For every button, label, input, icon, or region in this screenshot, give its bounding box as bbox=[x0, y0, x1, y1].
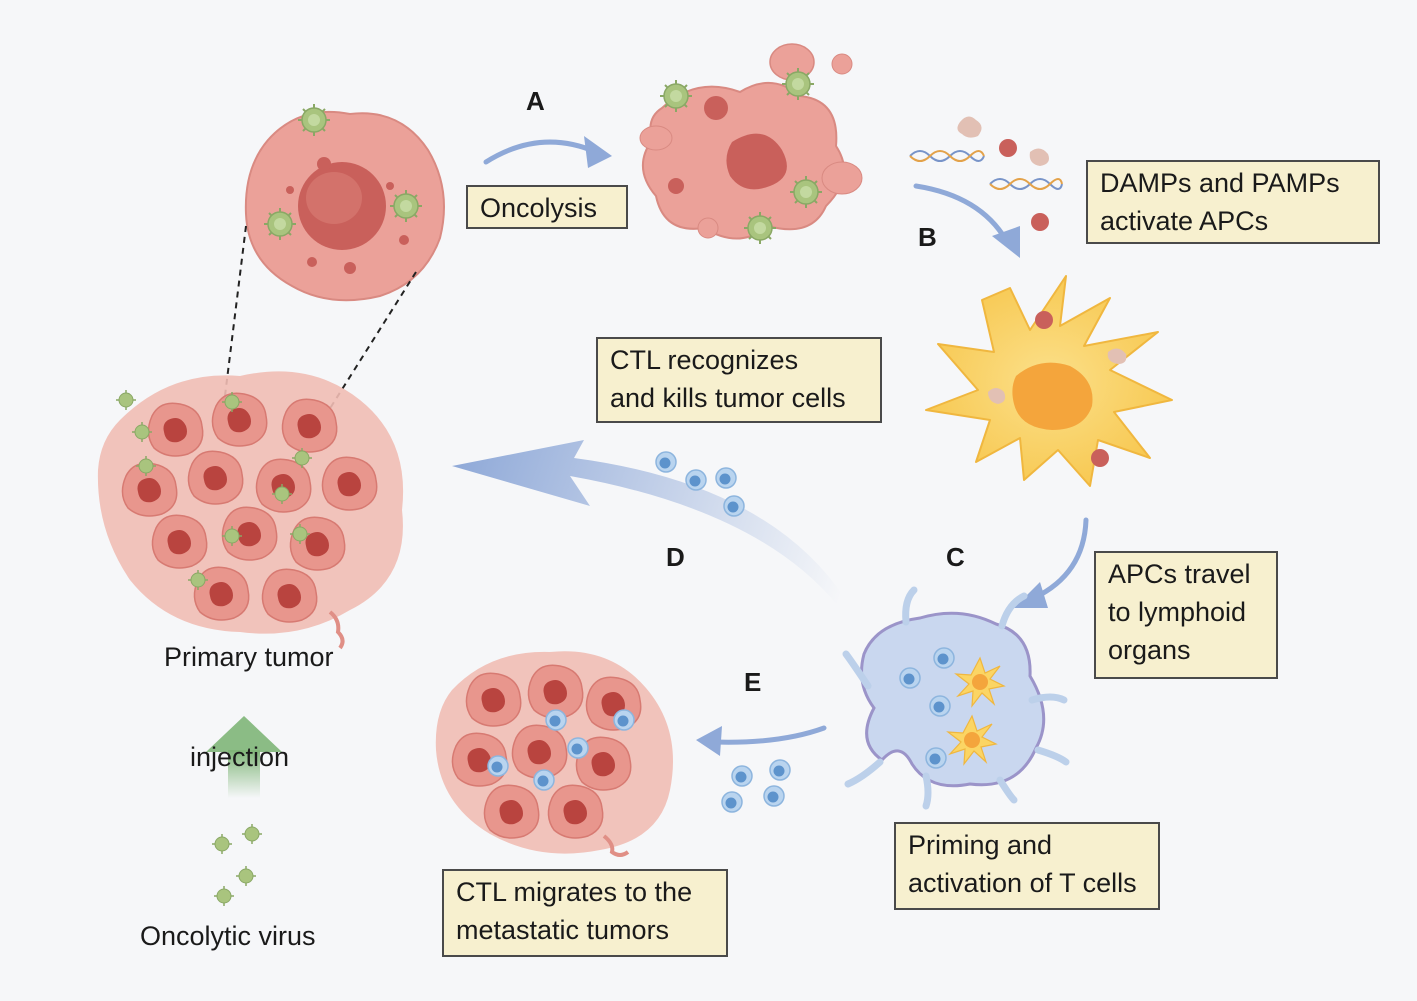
t-cell bbox=[545, 709, 567, 731]
t-cell bbox=[731, 765, 753, 787]
virus-particle bbox=[211, 833, 233, 855]
step-letter-d: D bbox=[666, 542, 685, 572]
t-cell bbox=[899, 667, 921, 689]
arrow-c bbox=[1031, 517, 1089, 601]
arrow-b-head bbox=[992, 226, 1020, 258]
virus-particle bbox=[213, 885, 235, 907]
damp-particle bbox=[999, 139, 1017, 157]
antigen-presenting-cell bbox=[925, 275, 1173, 487]
arrow-e-head bbox=[696, 726, 722, 756]
dna-strand bbox=[909, 150, 985, 162]
virus-particle bbox=[241, 823, 263, 845]
lysed-tumor-cell bbox=[639, 43, 863, 240]
t-cell bbox=[685, 469, 707, 491]
t-cell bbox=[925, 747, 947, 769]
label-apcs-travel: APCs travel to lymphoid organs bbox=[1094, 551, 1278, 679]
damp-particle bbox=[1031, 213, 1049, 231]
label-oncolytic-virus: Oncolytic virus bbox=[140, 921, 316, 951]
t-cell bbox=[721, 791, 743, 813]
t-cell bbox=[763, 785, 785, 807]
damp-particle bbox=[1029, 148, 1049, 166]
t-cell bbox=[723, 495, 745, 517]
t-cell bbox=[613, 709, 635, 731]
label-oncolysis: Oncolysis bbox=[466, 185, 628, 229]
dna-strand bbox=[989, 178, 1063, 190]
metastatic-tumor bbox=[435, 651, 673, 857]
lymph-node bbox=[842, 586, 1070, 810]
t-cell bbox=[567, 737, 589, 759]
virus-particle bbox=[115, 389, 137, 411]
arrow-b bbox=[913, 183, 1009, 243]
virus-particle bbox=[235, 865, 257, 887]
damp-particle bbox=[957, 116, 982, 138]
label-primary-tumor: Primary tumor bbox=[164, 642, 334, 672]
primary-tumor bbox=[97, 371, 404, 650]
step-letter-e: E bbox=[744, 667, 762, 697]
label-damps-pamps: DAMPs and PAMPs activate APCs bbox=[1086, 160, 1380, 244]
t-cell bbox=[487, 755, 509, 777]
t-cell bbox=[769, 759, 791, 781]
step-letter-b: B bbox=[918, 222, 937, 252]
arrow-e bbox=[711, 725, 827, 745]
label-ctl-recognizes: CTL recognizes and kills tumor cells bbox=[596, 337, 882, 423]
t-cell bbox=[929, 695, 951, 717]
t-cell bbox=[933, 647, 955, 669]
arrow-c-head bbox=[1014, 582, 1048, 608]
arrow-a bbox=[483, 139, 599, 165]
arrow-a-head bbox=[584, 136, 612, 168]
infected-tumor-cell bbox=[244, 110, 445, 302]
label-injection: injection bbox=[190, 742, 290, 772]
injection-arrow bbox=[206, 716, 282, 798]
step-letter-c: C bbox=[946, 542, 965, 572]
arrow-d bbox=[452, 440, 846, 606]
step-letter-a: A bbox=[526, 86, 545, 116]
label-ctl-migrates: CTL migrates to the metastatic tumors bbox=[442, 869, 728, 957]
t-cell bbox=[715, 467, 737, 489]
t-cell bbox=[655, 451, 677, 473]
t-cell bbox=[533, 769, 555, 791]
label-priming: Priming and activation of T cells bbox=[894, 822, 1160, 910]
